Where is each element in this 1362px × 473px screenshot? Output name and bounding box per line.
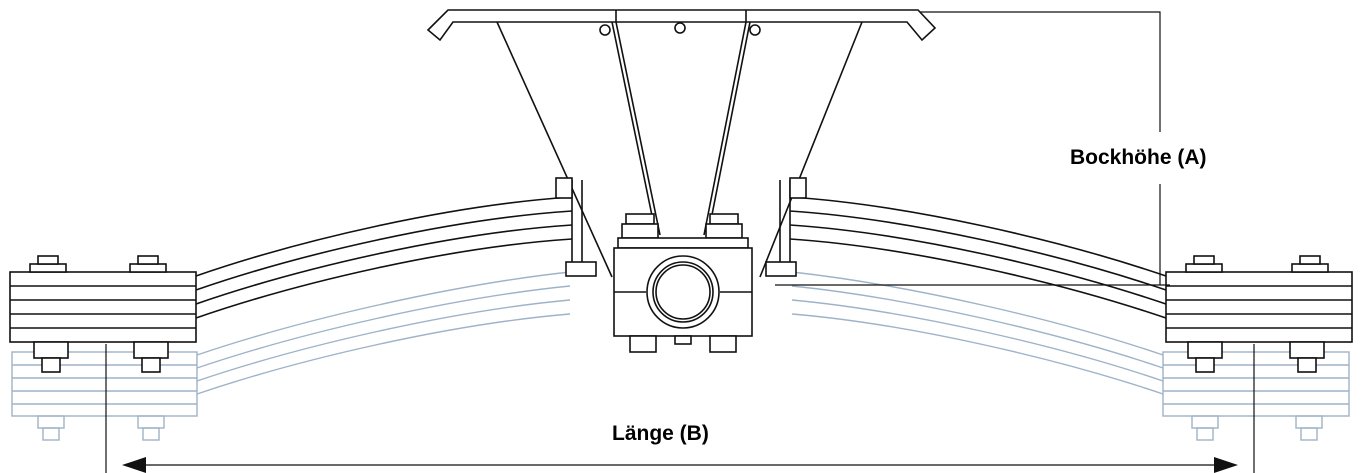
length-label: Länge (B) [612,422,709,445]
axle-clamp [613,213,753,353]
arrow-right-icon [1214,457,1238,473]
lowered-spring-ghost [11,271,1350,441]
arrow-left-icon [122,457,146,473]
height-label: Bockhöhe (A) [1070,146,1207,169]
left-clamp-plate [9,271,197,343]
axle-tube [646,255,720,329]
height-dimension [775,11,1170,286]
spring-hanger-bracket [426,9,937,278]
length-dimension [105,344,1255,473]
right-clamp-plate [1165,271,1353,343]
leaf-spring [9,196,1353,373]
